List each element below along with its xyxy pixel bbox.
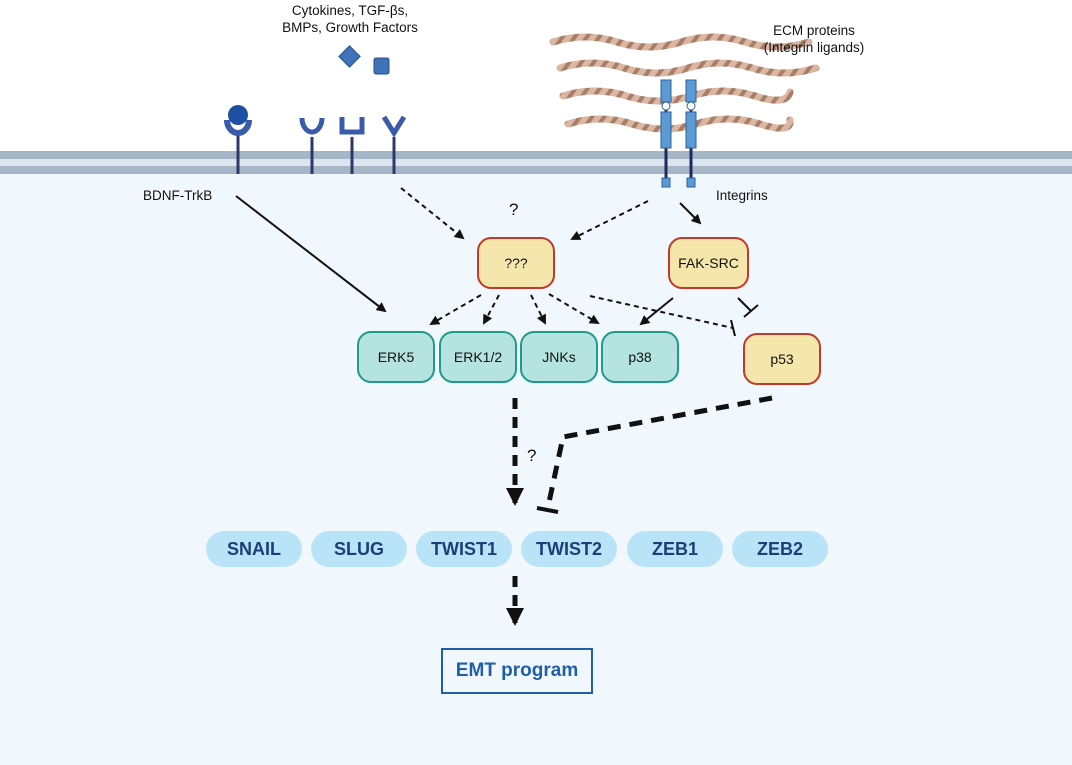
unknown-node: ??? xyxy=(477,237,555,289)
erk5-node: ERK5 xyxy=(357,331,435,383)
inhibition-fak-to-p53 xyxy=(737,297,752,312)
question-mark-middle: ? xyxy=(527,446,537,465)
tf-twist2: TWIST2 xyxy=(521,531,617,567)
arrow-bdnf-to-erk5 xyxy=(235,195,387,313)
arrow-receptors-to-unknown xyxy=(400,187,465,240)
arrows xyxy=(235,187,773,626)
tf-slug: SLUG xyxy=(311,531,407,567)
ligand-square-icon xyxy=(373,57,390,75)
inhibition-unknown-to-p53 xyxy=(589,295,734,329)
tf-zeb2: ZEB2 xyxy=(732,531,828,567)
question-mark-top: ? xyxy=(509,200,519,219)
arrow-unknown-to-erk5 xyxy=(429,294,482,326)
trkb-receptor-icon xyxy=(224,105,252,174)
erk12-node: ERK1/2 xyxy=(439,331,517,383)
tf-twist1: TWIST1 xyxy=(416,531,512,567)
tf-zeb1: ZEB1 xyxy=(627,531,723,567)
emt-program-box: EMT program xyxy=(441,648,593,694)
fak-src-node: FAK-SRC xyxy=(668,237,749,289)
tf-snail: SNAIL xyxy=(206,531,302,567)
integrins-label: Integrins xyxy=(716,188,768,203)
cytokine-receptors-icon xyxy=(299,115,407,174)
arrow-unknown-to-p38 xyxy=(548,293,600,325)
integrin-receptor-icon xyxy=(660,79,697,188)
inhibition-p53-to-tfs xyxy=(545,395,773,508)
arrow-integrins-to-fak xyxy=(679,202,702,225)
bdnf-trkb-label: BDNF-TrkB xyxy=(143,188,213,203)
jnks-node: JNKs xyxy=(520,331,598,383)
arrow-fak-to-p38 xyxy=(639,297,674,326)
ligand-diamond-icon xyxy=(338,45,361,68)
ecm-label: ECM proteins (Integrin ligands) xyxy=(763,23,865,55)
plasma-membrane xyxy=(0,151,1072,174)
p53-node: p53 xyxy=(743,333,821,385)
p38-node: p38 xyxy=(601,331,679,383)
ligands-label: Cytokines, TGF-βs, BMPs, Growth Factors xyxy=(282,3,418,35)
